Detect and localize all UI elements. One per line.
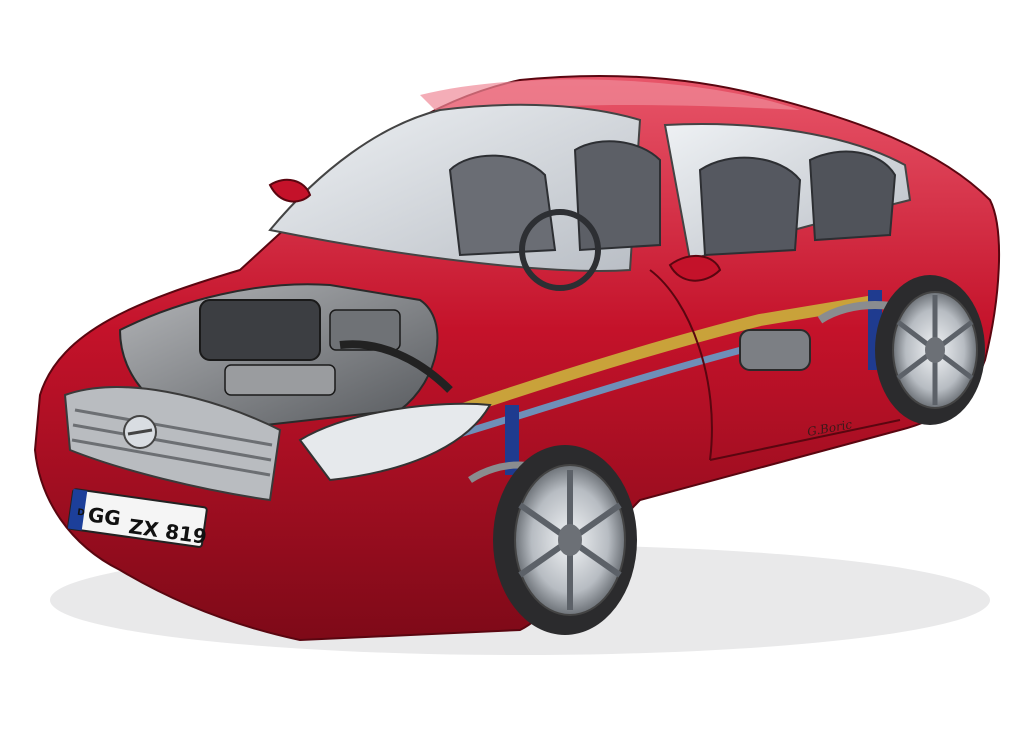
license-plate: D GG ZX 819 bbox=[67, 488, 208, 549]
door-mirror bbox=[668, 254, 722, 282]
steering-wheel-icon bbox=[519, 209, 601, 291]
front-grille bbox=[63, 386, 282, 502]
side-mirror bbox=[268, 178, 312, 203]
engine-bay bbox=[118, 283, 453, 432]
headlight bbox=[298, 402, 492, 482]
rear-wheel bbox=[875, 275, 985, 425]
plate-text-left: GG bbox=[86, 502, 122, 530]
front-wheel bbox=[493, 445, 637, 635]
plate-country-code: D bbox=[76, 508, 85, 519]
interior-seats bbox=[448, 140, 897, 291]
door-line bbox=[649, 269, 713, 461]
